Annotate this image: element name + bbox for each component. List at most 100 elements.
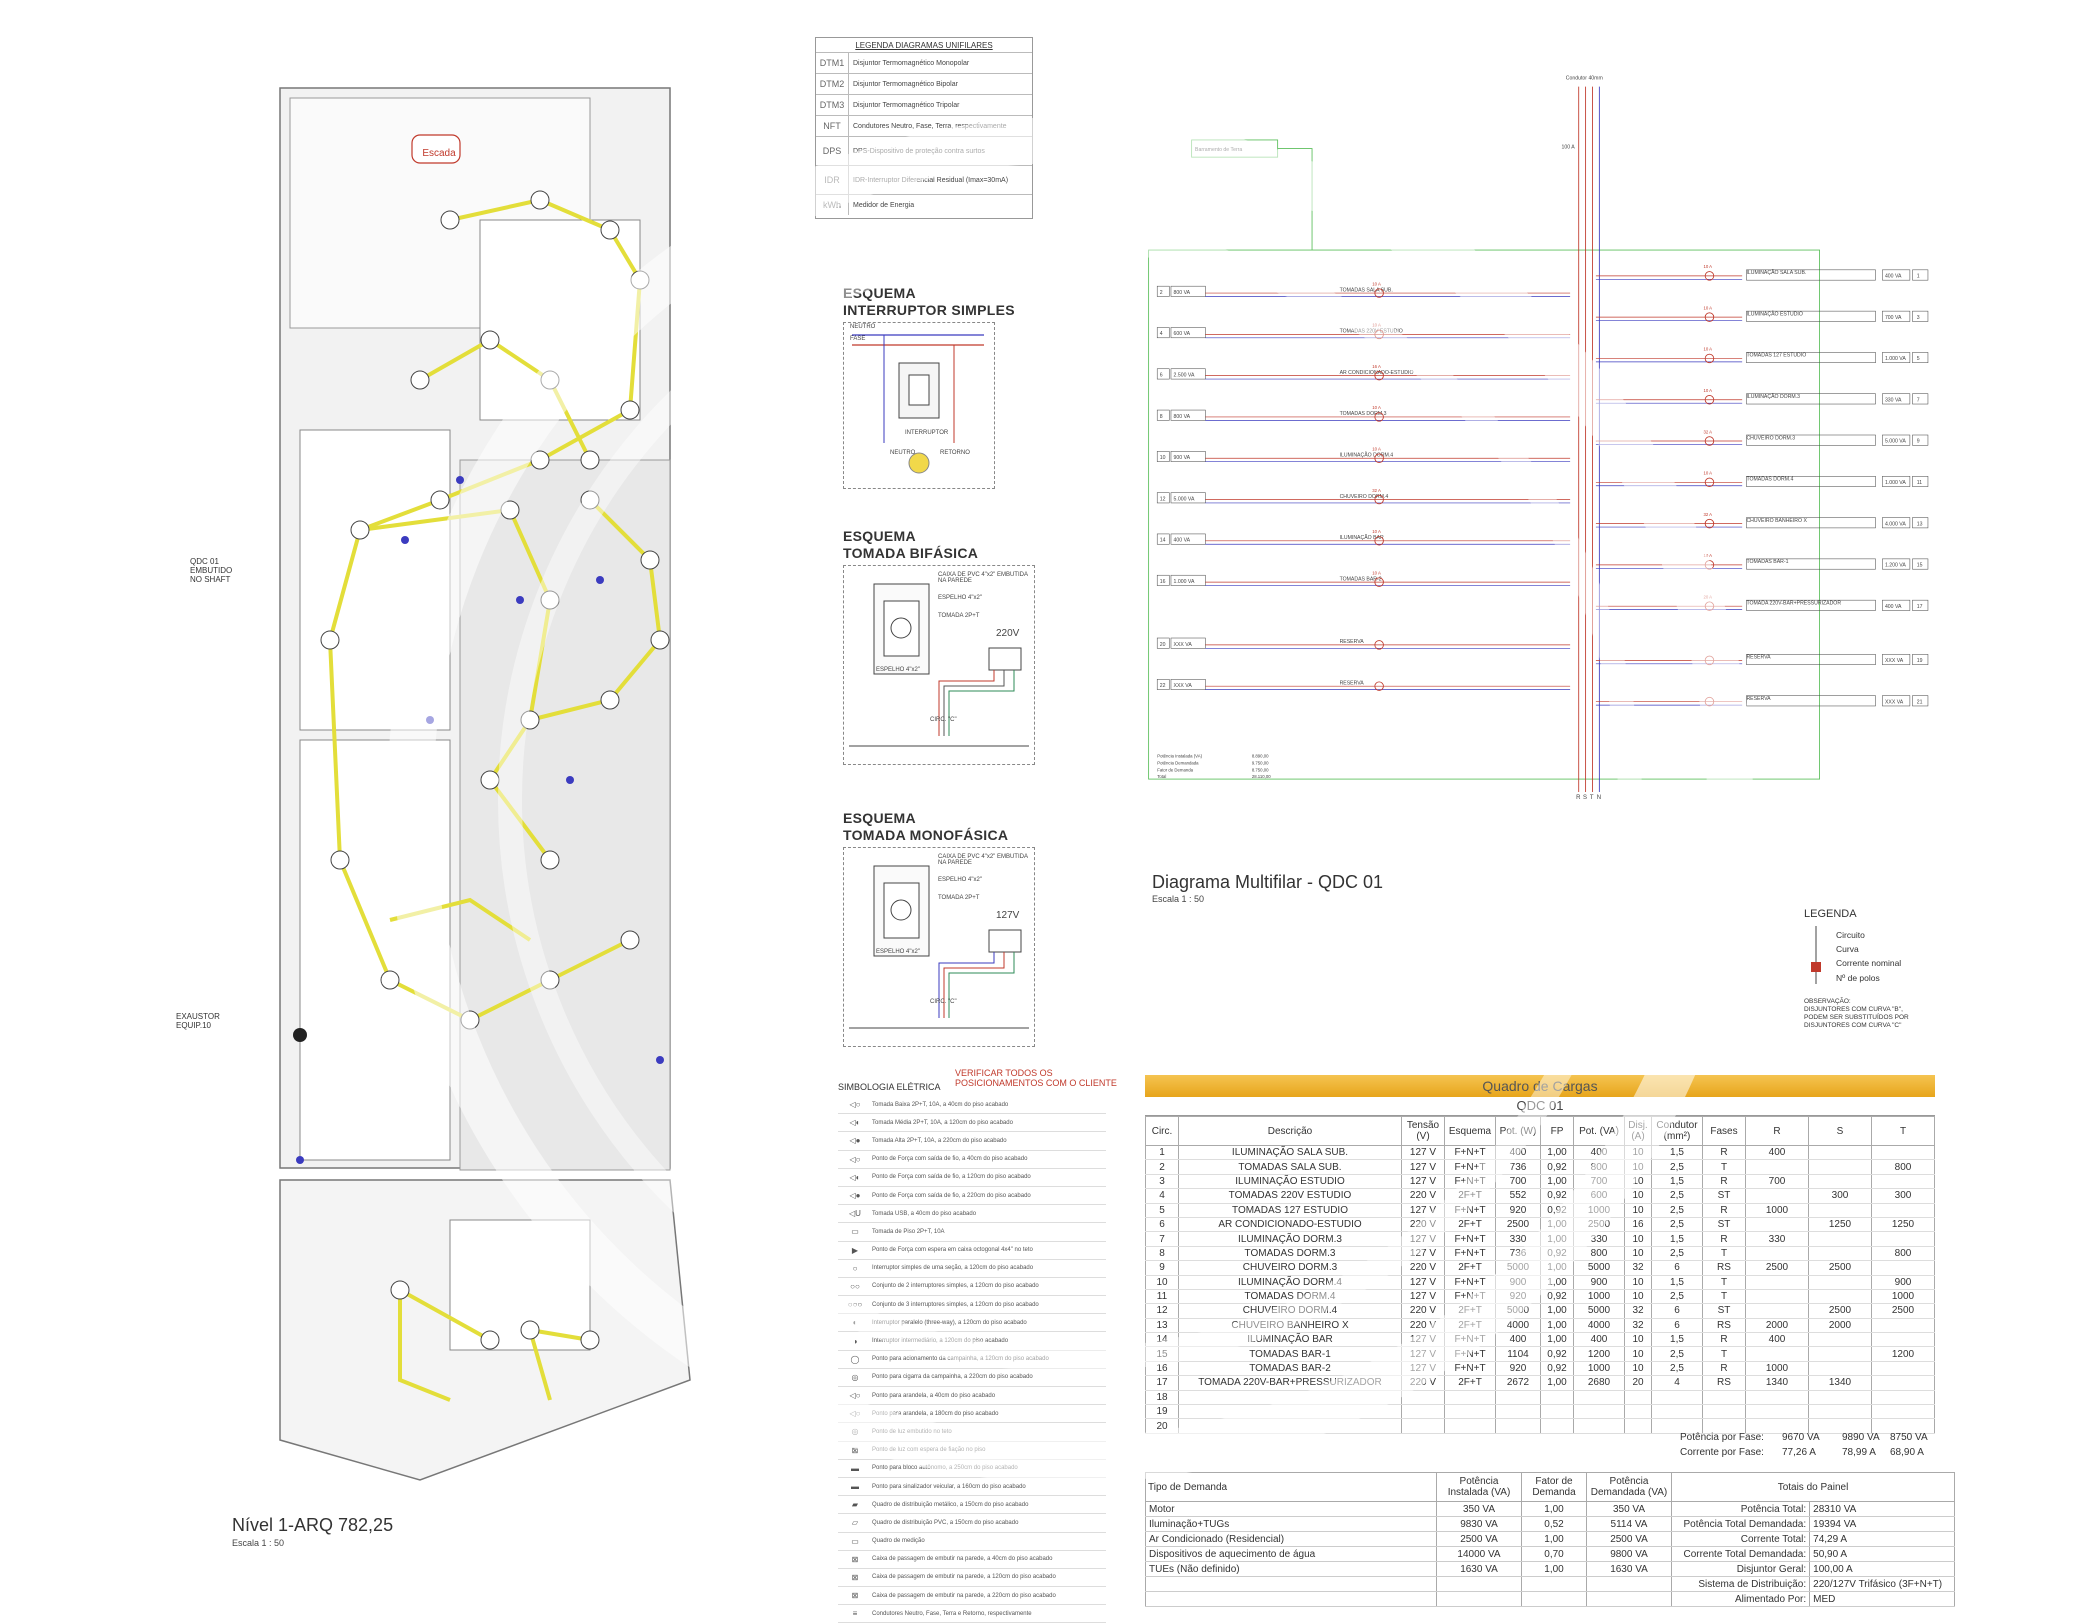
- circuit-va: 400 VA: [1174, 538, 1191, 544]
- symbology-item: ⊠Caixa de passagem de embutir na parede,…: [838, 1551, 1106, 1569]
- symbol-description: Condutores Neutro, Fase, Terra e Retorno…: [872, 1610, 1032, 1617]
- symbol-description: Ponto para cigarra da campainha, a 220cm…: [872, 1374, 1033, 1381]
- symbol-icon: ≡: [852, 1609, 858, 1619]
- scheme-label: NEUTRO: [850, 324, 876, 330]
- symbol-icon: ◎: [851, 1372, 859, 1382]
- power-per-phase-t: 8750 VA: [1890, 1432, 1928, 1443]
- demand-cell: [1586, 1591, 1672, 1607]
- circuit-va-box: [1882, 695, 1911, 707]
- symbol-icon: ◁○: [849, 1391, 861, 1401]
- plan-scale: Escala 1 : 50: [232, 1538, 285, 1548]
- breaker-amp: 10 A: [1703, 264, 1712, 269]
- symbol-icon: ▬: [851, 1463, 859, 1473]
- circuit-va: 1.000 VA: [1885, 356, 1906, 362]
- power-per-phase-r: 9670 VA: [1782, 1432, 1820, 1443]
- circuit-va: 1.000 VA: [1885, 480, 1906, 486]
- load-col-header: Pot. (W): [1495, 1116, 1541, 1146]
- symbol-description: Quadro de medição: [872, 1538, 925, 1545]
- symbol-icon: ◁●: [849, 1191, 861, 1201]
- circuit-va: 4.000 VA: [1885, 521, 1906, 527]
- circuit-desc-box: [1746, 434, 1876, 446]
- table-cell: [1871, 1203, 1935, 1218]
- breaker-amp: 10 A: [1703, 388, 1712, 393]
- scheme-label: FASE: [850, 336, 866, 342]
- circuit-desc-box: [1746, 393, 1876, 405]
- symbol-description: Caixa de passagem de embutir na parede, …: [872, 1592, 1056, 1599]
- symbol-icon: ⊠: [851, 1445, 859, 1455]
- table-row: Sistema de Distribuição:220/127V Trifási…: [1145, 1576, 1955, 1592]
- circuit-va-box: [1882, 558, 1911, 570]
- load-col-header: Circ.: [1145, 1116, 1179, 1146]
- summary-label: Fator de Demanda: [1157, 767, 1193, 772]
- legend-title: LEGENDA: [1804, 908, 1857, 920]
- unifilar-legend-title: LEGENDA DIAGRAMAS UNIFILARES: [855, 41, 993, 50]
- symbology-item: ◯Ponto para acionamento da campainha, a …: [838, 1351, 1106, 1369]
- current-per-phase-r: 77,26 A: [1782, 1447, 1816, 1458]
- circuit-va: 800 VA: [1174, 290, 1191, 296]
- circuit-number-box: [1912, 654, 1929, 665]
- scheme-label: CIRC. "C": [930, 999, 957, 1005]
- breaker-amp: 32 A: [1703, 429, 1712, 434]
- symbol-icon: ◁●: [849, 1136, 861, 1146]
- circuit-number-box: [1912, 476, 1929, 487]
- circuit-number: 11: [1917, 480, 1922, 486]
- breaker-amp: 10 A: [1372, 281, 1381, 286]
- circuit-va: 400 VA: [1885, 604, 1902, 610]
- legend-item: Nº de polos: [1836, 973, 1880, 983]
- scheme-interruptor: [843, 322, 995, 489]
- breaker-amp: 10 A: [1703, 471, 1712, 476]
- circuit-va-box: [1170, 327, 1206, 339]
- symbology-item: ▰Quadro de distribuição metálico, a 150c…: [838, 1496, 1106, 1515]
- circuit-number: 16: [1160, 579, 1166, 585]
- total-value: 19394 VA: [1809, 1516, 1955, 1532]
- circuit-number: 8: [1160, 414, 1163, 420]
- stair-label: Escada: [422, 148, 456, 159]
- symbol-description: Quadro de distribuição PVC, a 150cm do p…: [872, 1519, 1019, 1526]
- breaker-amp: 32 A: [1372, 488, 1381, 493]
- breaker-bipolar-icon: DTM2: [816, 74, 849, 94]
- bus-label: N: [1597, 795, 1601, 801]
- table-cell: 800: [1871, 1246, 1935, 1262]
- table-cell: [1871, 1260, 1935, 1276]
- scheme-monofasica: [843, 847, 1035, 1047]
- circuit-va: XXX VA: [1174, 642, 1193, 648]
- demand-table: Tipo de Demanda Potência Instalada (VA) …: [1145, 1472, 1955, 1607]
- scheme-title: ESQUEMA TOMADA MONOFÁSICA: [843, 810, 1009, 843]
- circuit-number-box: [1156, 409, 1170, 421]
- circuit-va: XXX VA: [1885, 658, 1904, 664]
- demand-cell: 9800 VA: [1586, 1546, 1672, 1562]
- circuit-number-box: [1156, 285, 1170, 297]
- symbol-description: Ponto de Força com saída de fio, a 220cm…: [872, 1192, 1031, 1199]
- circuit-va: XXX VA: [1174, 683, 1193, 689]
- circuit-desc: AR CONDICIONADO-ESTUDIO: [1340, 370, 1414, 376]
- total-label: Corrente Total:: [1670, 1531, 1811, 1547]
- table-cell: 800: [1871, 1159, 1935, 1175]
- watermark-logo: [387, 117, 1753, 1483]
- circuit-va-box: [1882, 476, 1911, 487]
- circuit-desc: RESERVA: [1746, 655, 1771, 661]
- table-row: Alimentado Por:MED: [1145, 1591, 1955, 1607]
- legend-text: Disjuntor Termomagnético Monopolar: [853, 59, 970, 67]
- total-label: Potência Total:: [1670, 1501, 1811, 1517]
- circuit-va: 400 VA: [1885, 274, 1902, 280]
- qdc-label: QDC 01 EMBUTIDO NO SHAFT: [190, 557, 233, 584]
- breaker-icon: [1704, 477, 1715, 488]
- circuit-number-box: [1912, 599, 1929, 611]
- dps-icon: DPS: [816, 137, 849, 165]
- multifilar-title: Diagrama Multifilar - QDC 01: [1152, 872, 1384, 892]
- symbology-item: ≡ Condutores Neutro, Fase, Terra e Retorn…: [838, 1605, 1106, 1623]
- breaker-icon: [1704, 312, 1715, 322]
- current-per-phase-label: Corrente por Fase:: [1680, 1447, 1764, 1458]
- demand-cell: [1145, 1576, 1437, 1592]
- circuit-number: 2: [1160, 290, 1163, 296]
- breaker-icon: [1374, 640, 1384, 650]
- total-value: 220/127V Trifásico (3F+N+T): [1809, 1576, 1955, 1592]
- symbol-icon: ○: [852, 1263, 858, 1273]
- symbology-item: ◐Interruptor paralelo (three-way), a 120…: [838, 1314, 1106, 1333]
- symbol-icon: ○○○: [847, 1300, 863, 1310]
